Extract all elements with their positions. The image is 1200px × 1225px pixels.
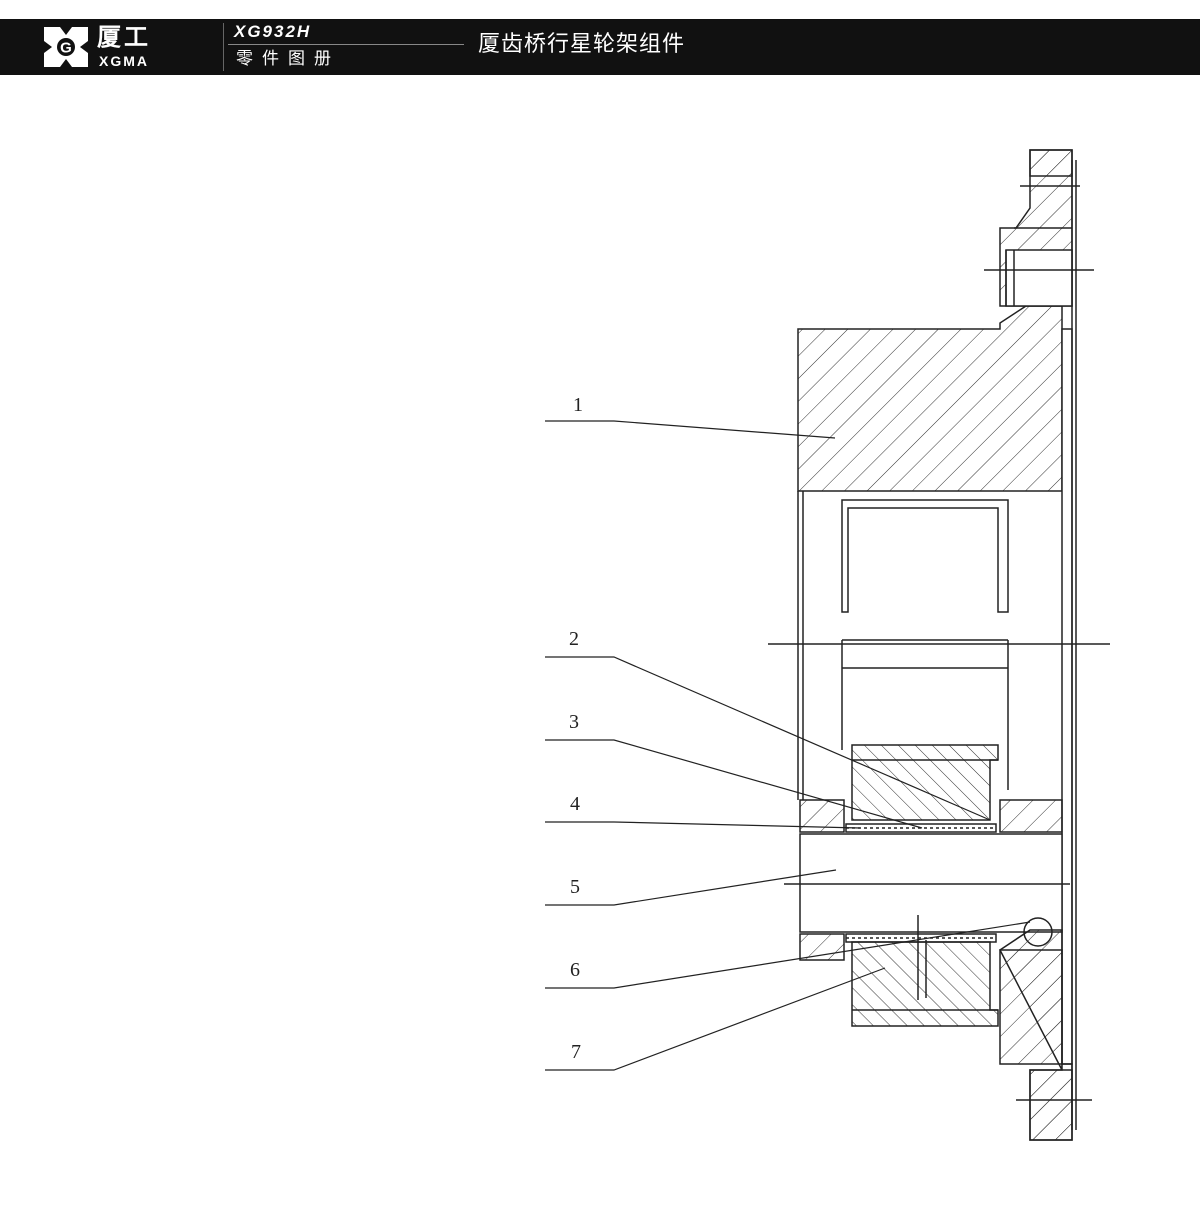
callout-6: 6	[570, 959, 580, 981]
leader-line-4	[545, 821, 861, 829]
callout-labels: 1 2 3 4 5 6 7	[569, 394, 583, 1063]
callout-7: 7	[571, 1041, 581, 1063]
callout-3: 3	[569, 711, 579, 733]
page-header: G 厦工 XGMA XG932H 零件图册 厦齿桥行星轮架组件	[0, 19, 1200, 75]
assembly-title: 厦齿桥行星轮架组件	[478, 32, 686, 57]
xgma-logo-icon: G	[44, 27, 88, 67]
header-rule	[228, 44, 464, 45]
leader-line-2	[545, 656, 991, 821]
brand-name-en: XGMA	[99, 53, 149, 69]
brand-name-cn: 厦工	[97, 23, 151, 51]
leader-line-7	[545, 967, 886, 1071]
catalog-label: 零件图册	[236, 49, 340, 69]
model-number: XG932H	[234, 22, 312, 41]
leader-line-6	[545, 921, 1031, 989]
logo-letter: G	[60, 40, 72, 57]
leader-line-5	[545, 869, 837, 906]
leader-line-1	[545, 420, 836, 439]
callout-5: 5	[570, 876, 580, 898]
callout-2: 2	[569, 628, 579, 650]
planet-carrier-section	[768, 149, 1110, 1141]
header-divider	[223, 23, 224, 71]
leader-line-3	[545, 739, 923, 829]
callout-4: 4	[570, 793, 580, 815]
leader-lines	[545, 420, 1031, 1071]
callout-1: 1	[573, 394, 583, 416]
